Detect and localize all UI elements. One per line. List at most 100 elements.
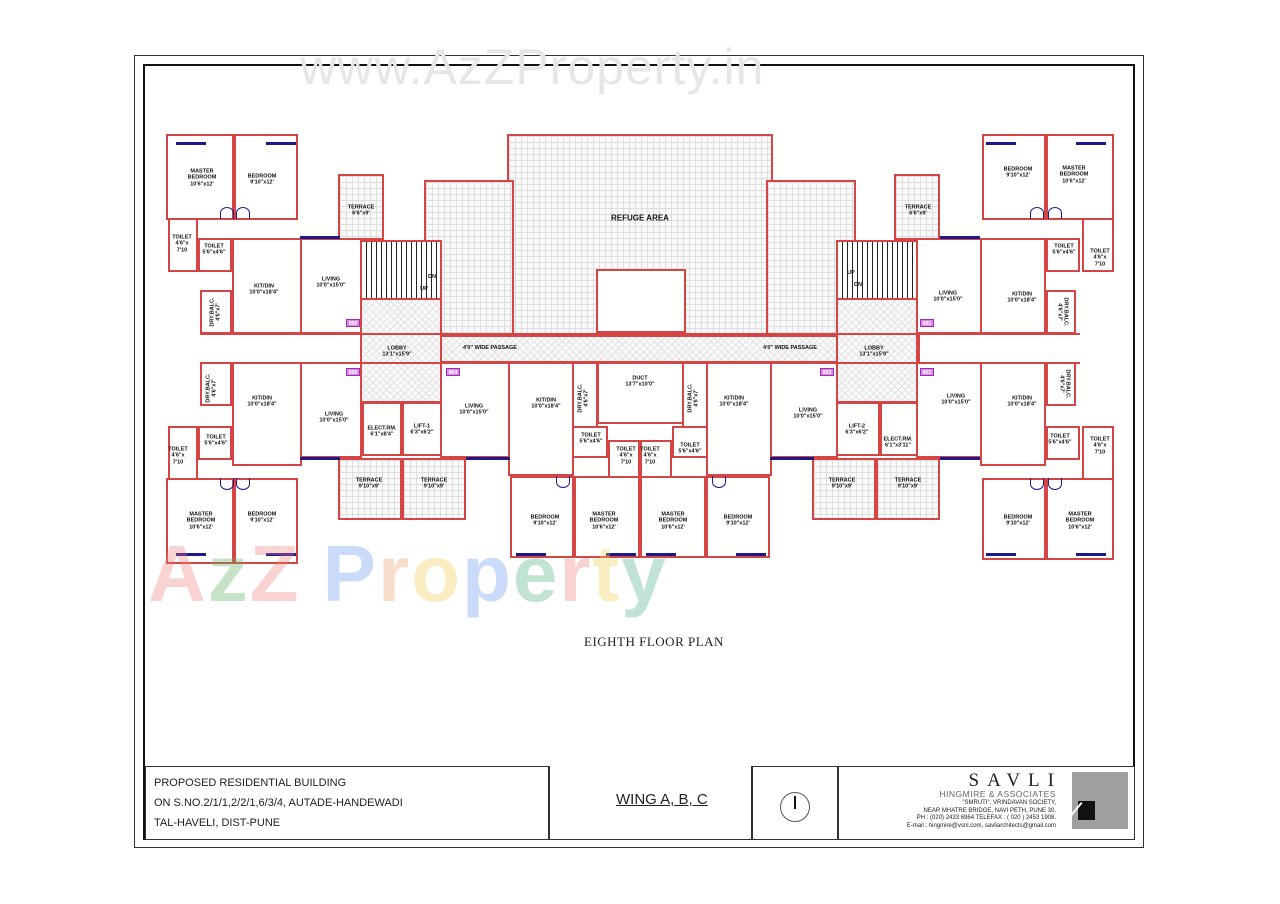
flat-806-living: [300, 238, 362, 334]
corridor-wall-top: [200, 333, 1080, 335]
room-label: KIT/DIN 10'0"x18'4": [1007, 291, 1037, 304]
room-label: TOILET 5'6"x4'6": [1048, 433, 1072, 446]
stair-dn-label-right: DN: [854, 281, 862, 288]
watermark-letter: r: [559, 529, 593, 618]
window: [266, 553, 296, 556]
unit-tag-801: 801: [920, 319, 934, 327]
flat-804-dry-balcony: [572, 362, 598, 428]
room-label: MASTER BEDROOM 10'6"x12': [1059, 165, 1089, 185]
room-label: TERRACE 9'10"x9': [420, 477, 448, 490]
door: [236, 207, 250, 219]
door: [1048, 207, 1062, 219]
room-label: TOILET 5'6"x4'6": [579, 432, 603, 445]
project-line: PROPOSED RESIDENTIAL BUILDING: [154, 777, 347, 789]
duct-label: DUCT 13'7"x10'0": [625, 375, 655, 388]
title-block-firm: SAVLI HINGMIRE & ASSOCIATES "SMRUTI", VR…: [838, 766, 1135, 840]
watermark-letter: A: [148, 529, 208, 618]
window: [516, 553, 546, 556]
staircase-left: [360, 240, 442, 300]
flat-803-bedroom: [706, 476, 770, 558]
flat-801-master-bedroom: [1046, 134, 1114, 220]
duct: [597, 362, 684, 424]
window: [646, 553, 676, 556]
flat-805-bedroom: [234, 478, 298, 564]
room-label: BEDROOM 9'10"x12': [1003, 514, 1033, 527]
room-label: TOILET 4'6"x 7'10: [172, 234, 192, 254]
door: [712, 476, 726, 488]
wing-label: WING A, B, C: [616, 791, 708, 808]
firm-address-2: NEAR MHATRE BRIDGE, NAVI PETH, PUNE 30.: [923, 808, 1056, 814]
unit-tag-804: 804: [446, 368, 460, 376]
lobby-right-label: LOBBY 13'1"x15'9": [859, 345, 889, 358]
door: [1030, 207, 1044, 219]
electrical-room-left: [362, 402, 402, 456]
room-label: LIVING 10'0"x15'0": [319, 411, 349, 424]
flat-801-toilet-large: [1082, 218, 1114, 272]
window: [1076, 142, 1106, 145]
watermark-letter: y: [621, 529, 668, 618]
room-label: KIT/DIN 10'0"x18'4": [719, 395, 749, 408]
north-arrow-icon: [780, 792, 810, 822]
room-label: TOILET 4'6"x 7'10: [168, 446, 188, 466]
flat-804-master-bedroom: [574, 476, 640, 558]
refuge-void: [596, 269, 686, 333]
flat-805-terrace-1: [338, 458, 402, 520]
watermark-letter: z: [207, 529, 250, 618]
watermark-letter: e: [512, 529, 560, 618]
room-label: LIVING 10'0"x15'0": [459, 403, 489, 416]
room-label: TOILET 4'6"x 7'10: [1090, 248, 1110, 268]
room-label: TOILET 5'6"x4'6": [1052, 243, 1076, 256]
flat-804-toilet-small: [572, 426, 608, 458]
title-block-project: PROPOSED RESIDENTIAL BUILDING ON S.NO.2/…: [145, 766, 549, 840]
project-line: ON S.NO.2/1/1,2/2/1,6/3/4, AUTADE-HANDEW…: [154, 797, 403, 809]
flat-806-toilet-large: [168, 218, 198, 272]
door: [236, 478, 250, 490]
firm-name: SAVLI: [968, 770, 1062, 791]
room-label: DRY.BALC. 4'6"x7': [209, 297, 222, 327]
room-label: TERRACE 9'10"x9': [828, 477, 856, 490]
room-label: MASTER BEDROOM 10'6"x12': [658, 511, 688, 531]
room-label: TERRACE 6'6"x9': [904, 204, 932, 217]
window: [1076, 553, 1106, 556]
flat-805-kitchen-dining: [232, 362, 302, 466]
lobby-right: [836, 298, 918, 403]
room-label: KIT/DIN 10'0"x18'4": [1007, 395, 1037, 408]
flat-801-kitchen-dining: [980, 238, 1046, 334]
passage-right-label: 4'0" WIDE PASSAGE: [763, 344, 817, 351]
flat-805-terrace-2: [402, 458, 466, 520]
flat-802-toilet-small: [1046, 426, 1080, 460]
door: [556, 476, 570, 488]
flat-801-terrace: [894, 174, 940, 240]
flat-805-dry-balcony: [200, 362, 232, 406]
flat-803-toilet-small: [672, 426, 708, 458]
room-label: DRY.BALC. 4'6"x7': [687, 383, 700, 413]
watermark-letter: P: [322, 529, 379, 618]
room-label: DRY.BALC. 4'6"x7': [1058, 369, 1071, 399]
window: [940, 236, 980, 239]
refuge-area-label: REFUGE AREA: [611, 213, 669, 223]
unit-tag-803: 803: [820, 368, 834, 376]
passage-left-label: 4'0" WIDE PASSAGE: [463, 344, 517, 351]
flat-804-bedroom: [510, 476, 574, 558]
room-label: LIVING 10'0"x15'0": [941, 393, 971, 406]
room-label: MASTER BEDROOM 10'6"x12': [187, 168, 217, 188]
room-label: TOILET 4'6"x 7'10: [616, 446, 636, 466]
room-label: BEDROOM 9'10"x12': [530, 514, 560, 527]
flat-802-bedroom: [982, 478, 1046, 560]
flat-801-dry-balcony: [1046, 290, 1076, 334]
watermark-letter: t: [592, 529, 622, 618]
flat-803-terrace-1: [812, 458, 876, 520]
window: [940, 457, 980, 460]
flat-801-toilet-small: [1046, 238, 1080, 272]
room-label: TOILET 5'6"x4'6": [202, 243, 226, 256]
room-label: KIT/DIN 10'0"x18'4": [249, 283, 279, 296]
flat-806-bedroom: [234, 134, 298, 220]
flat-806-master-bedroom: [166, 134, 234, 220]
drawing-sheet-outer-border: [134, 55, 1144, 848]
room-label: KIT/DIN 10'0"x18'4": [247, 395, 277, 408]
window: [736, 553, 766, 556]
unit-tag-805: 805: [346, 368, 360, 376]
lift-1-label: LIFT-1 6'3"x6'2": [410, 423, 434, 436]
flat-806-toilet-small: [198, 238, 232, 272]
